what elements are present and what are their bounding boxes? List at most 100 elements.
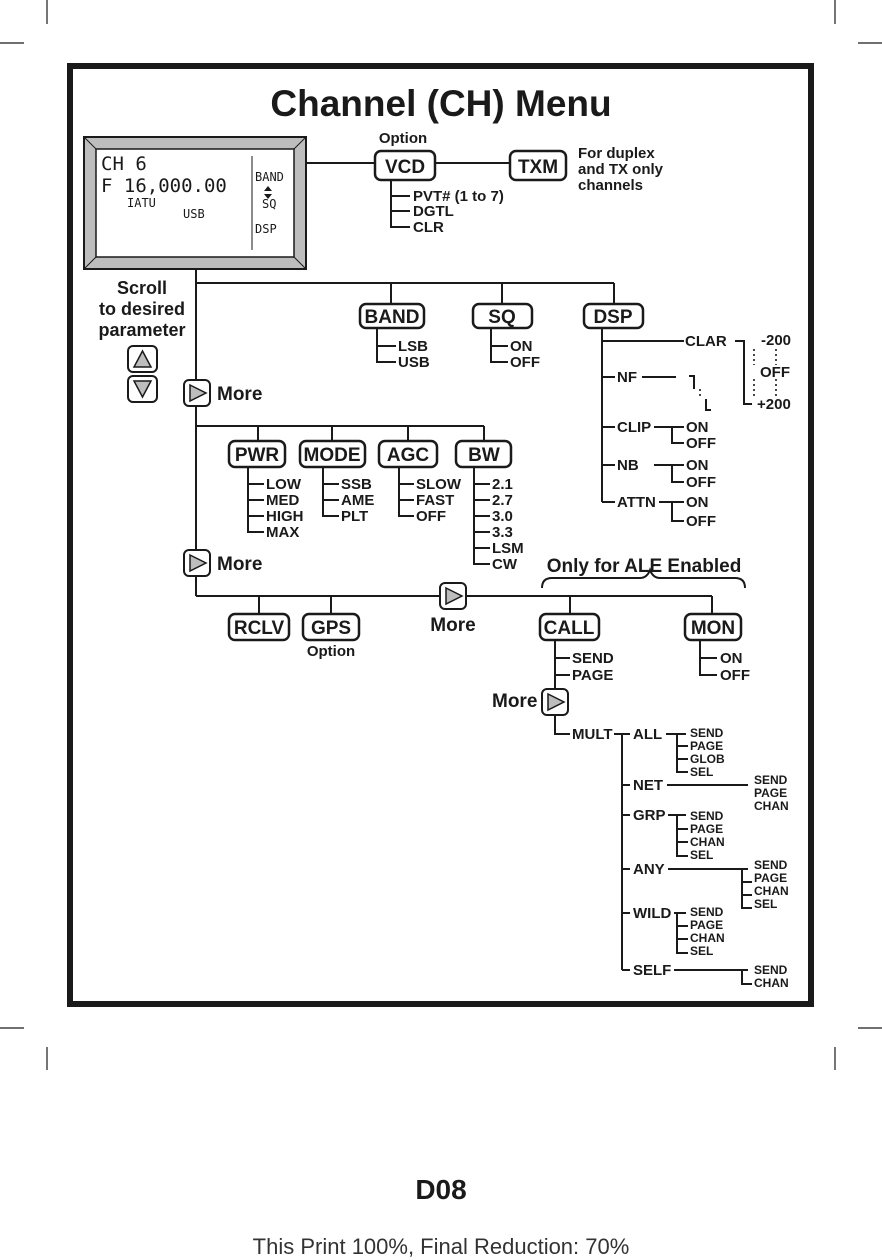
band-node[interactable]: BAND xyxy=(358,302,426,330)
agc-node[interactable]: AGC xyxy=(377,439,439,469)
more-arrow-icon[interactable] xyxy=(183,379,211,407)
mult-wild-item: SEL xyxy=(690,944,713,958)
txm-note-2: and TX only xyxy=(578,161,664,178)
nb-item: OFF xyxy=(686,474,716,491)
mult-wild-item: PAGE xyxy=(690,918,723,932)
display-mode: USB xyxy=(183,207,205,221)
mult-net-item: CHAN xyxy=(754,799,789,813)
page-code: D08 xyxy=(415,1174,467,1205)
more-arrow-icon[interactable] xyxy=(541,688,569,716)
mult-all-item: GLOB xyxy=(690,752,725,766)
agc-item: OFF xyxy=(416,508,446,525)
dsp-node[interactable]: DSP xyxy=(582,302,645,330)
nb-label: NB xyxy=(617,457,639,474)
bw-item: 3.0 xyxy=(492,508,513,525)
txm-note-1: For duplex xyxy=(578,145,655,162)
band-item: USB xyxy=(398,354,430,371)
txm-note-3: channels xyxy=(578,177,643,194)
gps-option-label: Option xyxy=(307,643,355,660)
vcd-option-label: Option xyxy=(379,130,427,147)
more-label: More xyxy=(492,691,537,712)
clip-item: OFF xyxy=(686,435,716,452)
mult-any-item: SEND xyxy=(754,858,788,872)
scroll-down-icon[interactable] xyxy=(127,375,158,403)
clip-label: CLIP xyxy=(617,419,651,436)
scroll-hint-3: parameter xyxy=(98,320,185,340)
mult-wild-item: SEND xyxy=(690,905,724,919)
more-arrow-icon[interactable] xyxy=(183,549,211,577)
rclv-label: RCLV xyxy=(234,618,285,639)
attn-item: OFF xyxy=(686,513,716,530)
dsp-label: DSP xyxy=(593,307,632,328)
gps-label: GPS xyxy=(311,618,351,639)
vcd-item: CLR xyxy=(413,219,444,236)
mult-all-item: SEND xyxy=(690,726,724,740)
sq-node[interactable]: SQ xyxy=(471,302,534,330)
more-arrow-icon[interactable] xyxy=(439,582,467,610)
ale-banner: Only for ALE Enabled xyxy=(547,556,742,577)
bw-item: LSM xyxy=(492,540,524,557)
mult-all-item: SEL xyxy=(690,765,713,779)
more-label: More xyxy=(217,384,262,405)
mode-item: SSB xyxy=(341,476,372,493)
mult-grp-label: GRP xyxy=(633,807,666,824)
display-line3: IATU xyxy=(127,196,156,210)
clar-label: CLAR xyxy=(685,333,727,350)
clar-value: -200 xyxy=(761,332,791,349)
sq-item: ON xyxy=(510,338,533,355)
tree-lines xyxy=(195,162,752,985)
pwr-item: LOW xyxy=(266,476,302,493)
txm-node[interactable]: TXM xyxy=(508,149,568,182)
sq-label: SQ xyxy=(488,307,515,328)
mode-item: PLT xyxy=(341,508,368,525)
display-dsp: DSP xyxy=(255,222,277,236)
mult-label: MULT xyxy=(572,726,613,743)
more-label: More xyxy=(217,554,262,575)
vcd-node[interactable]: VCD xyxy=(373,149,437,182)
mult-any-item: PAGE xyxy=(754,871,787,885)
rclv-node[interactable]: RCLV xyxy=(227,612,291,642)
scroll-up-icon[interactable] xyxy=(127,345,158,373)
scroll-hint-1: Scroll xyxy=(117,278,167,298)
mult-wild-label: WILD xyxy=(633,905,671,922)
pwr-node[interactable]: PWR xyxy=(227,439,287,469)
gps-node[interactable]: GPS xyxy=(301,612,361,642)
agc-item: SLOW xyxy=(416,476,462,493)
mode-node[interactable]: MODE xyxy=(298,439,367,469)
agc-item: FAST xyxy=(416,492,454,509)
call-item: SEND xyxy=(572,650,614,667)
clip-item: ON xyxy=(686,419,709,436)
display-sq: SQ xyxy=(262,197,276,211)
agc-label: AGC xyxy=(387,445,430,466)
mult-net-item: PAGE xyxy=(754,786,787,800)
clar-value: +200 xyxy=(757,396,791,413)
mult-grp-item: PAGE xyxy=(690,822,723,836)
mon-label: MON xyxy=(691,618,735,639)
mult-net-item: SEND xyxy=(754,773,788,787)
mult-self-item: CHAN xyxy=(754,976,789,990)
pwr-item: HIGH xyxy=(266,508,304,525)
scroll-hint-2: to desired xyxy=(99,299,185,319)
call-node[interactable]: CALL xyxy=(538,612,601,642)
menu-frame xyxy=(67,63,814,1007)
mult-any-item: SEL xyxy=(754,897,777,911)
vcd-item: DGTL xyxy=(413,203,454,220)
crop-marks xyxy=(0,0,882,1070)
mult-grp-item: SEL xyxy=(690,848,713,862)
band-label: BAND xyxy=(365,307,420,328)
mon-item: ON xyxy=(720,650,743,667)
mult-self-label: SELF xyxy=(633,962,671,979)
mult-grp-item: SEND xyxy=(690,809,724,823)
bw-item: 3.3 xyxy=(492,524,513,541)
mon-node[interactable]: MON xyxy=(683,612,743,642)
mode-item: AME xyxy=(341,492,374,509)
more-label: More xyxy=(430,615,475,636)
display-band: BAND xyxy=(255,170,284,184)
mode-label: MODE xyxy=(304,445,361,466)
bw-item: 2.1 xyxy=(492,476,513,493)
band-item: LSB xyxy=(398,338,428,355)
bw-item: 2.7 xyxy=(492,492,513,509)
mult-self-item: SEND xyxy=(754,963,788,977)
bw-node[interactable]: BW xyxy=(454,439,513,469)
mult-wild-item: CHAN xyxy=(690,931,725,945)
